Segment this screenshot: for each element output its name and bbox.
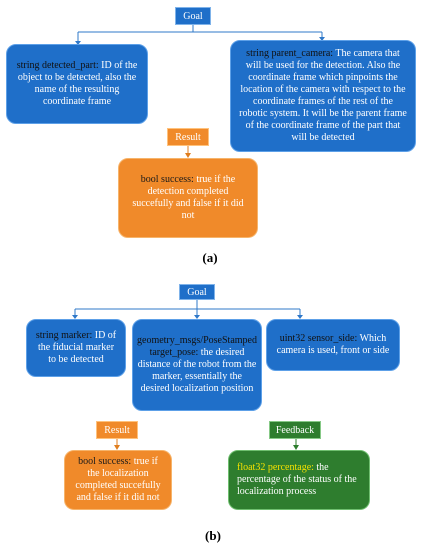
- parent-camera-desc: The camera that will be used for the det…: [239, 48, 407, 143]
- result-tag-b: Result: [96, 421, 138, 439]
- result-label-b: Result: [104, 424, 130, 436]
- success-desc-a: true if the detection completed succeful…: [132, 174, 244, 221]
- target-pose-box: geometry_msgs/PoseStamped target_pose: t…: [132, 319, 262, 411]
- percentage-name: float32 percentage:: [237, 462, 314, 473]
- detected-part-name: string detected_part:: [16, 60, 99, 71]
- goal-label-b: Goal: [187, 286, 207, 298]
- result-label-a: Result: [175, 131, 201, 143]
- marker-box: string marker: ID of the fiducial marker…: [26, 319, 126, 377]
- target-pose-desc: the desired distance of the robot from t…: [137, 347, 257, 394]
- parent-camera-box: string parent_camera: The camera that wi…: [230, 40, 416, 152]
- result-tag-a: Result: [167, 128, 209, 146]
- marker-desc: ID of the fiducial marker to be detected: [37, 330, 117, 365]
- target-pose-name: geometry_msgs/PoseStamped target_pose:: [137, 335, 257, 358]
- feedback-tag: Feedback: [269, 421, 321, 439]
- sensor-side-box: uint32 sensor_side: Which camera is used…: [266, 319, 400, 371]
- marker-name: string marker:: [35, 330, 93, 341]
- feedback-label: Feedback: [275, 424, 315, 436]
- goal-tag-a: Goal: [175, 7, 211, 25]
- caption-a: (a): [202, 250, 218, 265]
- caption-b: (b): [205, 528, 221, 543]
- success-box-b: bool success: true if the localization c…: [64, 450, 172, 510]
- goal-label-a: Goal: [183, 10, 203, 22]
- detected-part-box: string detected_part: ID of the object t…: [6, 44, 148, 124]
- success-name-a: bool success:: [140, 174, 194, 185]
- percentage-box: float32 percentage: the percentage of th…: [228, 450, 370, 510]
- success-desc-b: true if the localization completed succe…: [75, 456, 161, 503]
- parent-camera-name: string parent_camera:: [246, 48, 334, 59]
- goal-tag-b: Goal: [179, 284, 215, 300]
- sensor-side-name: uint32 sensor_side:: [279, 333, 358, 344]
- success-name-b: bool success:: [78, 456, 132, 467]
- percentage-desc: the percentage of the status of the loca…: [237, 462, 357, 497]
- success-box-a: bool success: true if the detection comp…: [118, 158, 258, 238]
- detected-part-desc: ID of the object to be detected, also th…: [17, 60, 138, 107]
- sensor-side-desc: Which camera is used, front or side: [276, 333, 390, 356]
